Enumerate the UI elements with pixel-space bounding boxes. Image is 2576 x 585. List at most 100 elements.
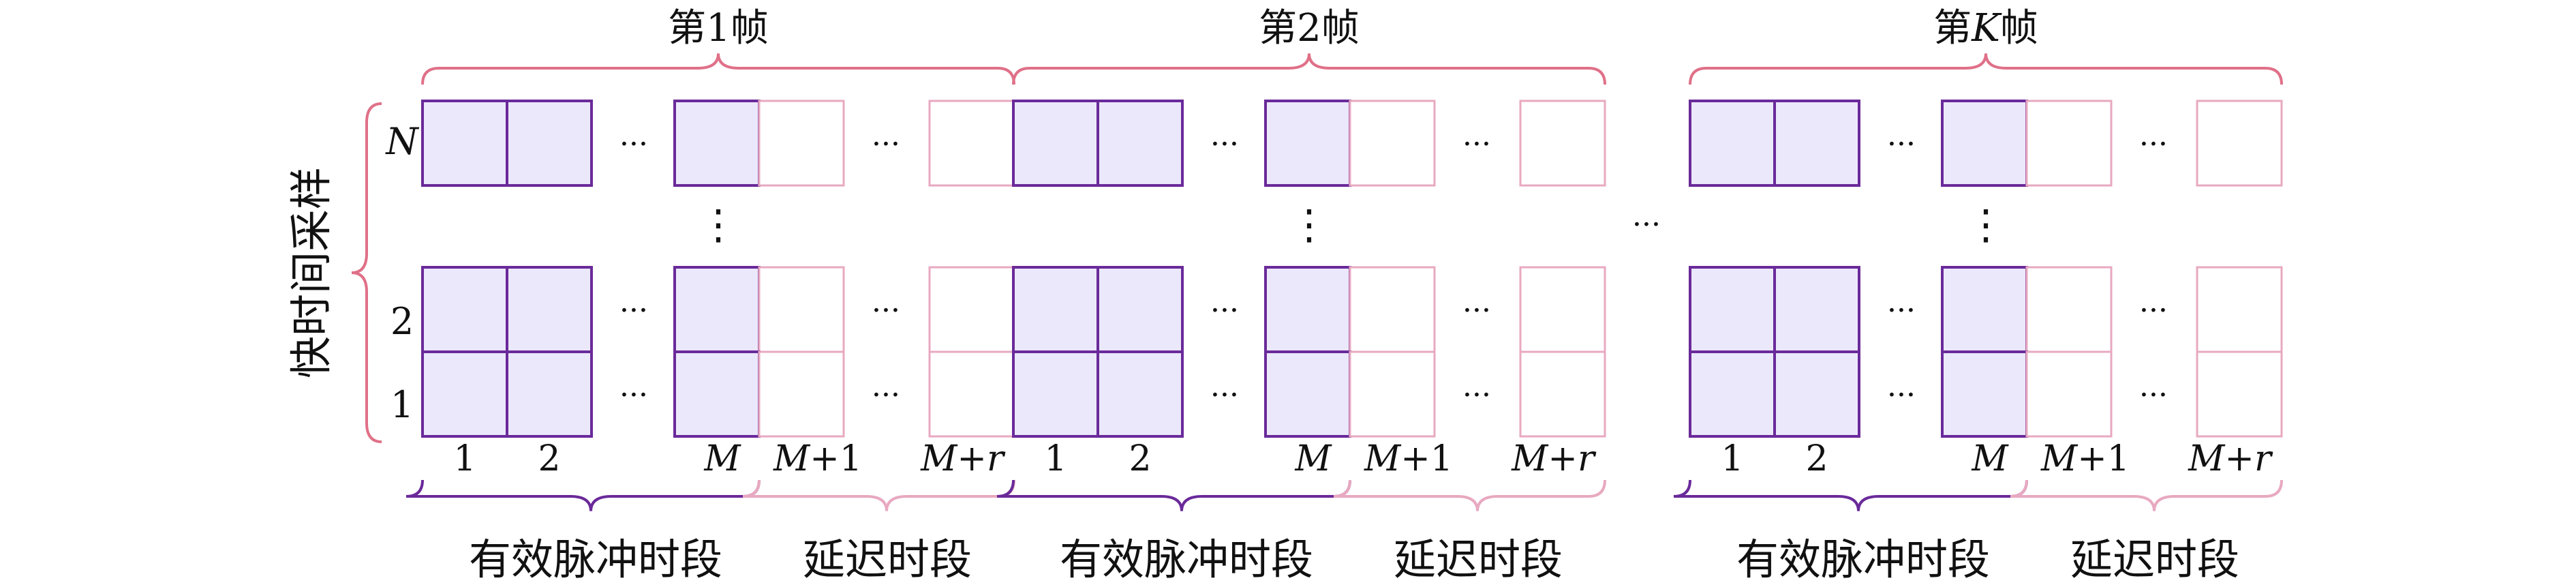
pulse-cell xyxy=(1689,100,1776,187)
col-ellipsis: ··· xyxy=(1887,378,1916,412)
delay-cell xyxy=(1349,350,1436,438)
delay-cell xyxy=(2196,350,2283,438)
col-ellipsis: ··· xyxy=(1887,293,1916,328)
pulse-cell xyxy=(673,266,761,353)
between-frames-ellipsis: ··· xyxy=(1632,207,1661,242)
frame-label: 第2帧 xyxy=(1259,6,1360,50)
row-axis-label: 快时间采样 xyxy=(286,167,336,378)
pulse-cell xyxy=(421,350,508,438)
col-label-2: 2 xyxy=(1129,438,1151,479)
frame-2: ··· ··· ··· ··· ··· ··· ⋮ 第2帧 1 2 M M+1 M+r 有效脉冲时段 延迟时… xyxy=(996,6,1606,584)
pulse-cell xyxy=(1941,266,2028,353)
pulse-cell xyxy=(1264,100,1351,187)
col-ellipsis: ··· xyxy=(1462,293,1491,328)
pulse-cell xyxy=(1097,350,1184,438)
frames-layer: ··· ··· ··· ··· ··· ··· ⋮ 第1帧 1 2 M M+1 M+r 有效脉冲时段 延迟时… xyxy=(405,6,2283,584)
row-label-upper: 2 xyxy=(390,300,414,343)
delay-brace xyxy=(742,479,1015,511)
col-label-1: 1 xyxy=(1721,438,1743,479)
pulse-period-label: 有效脉冲时段 xyxy=(469,535,722,584)
pulse-cell xyxy=(1689,266,1776,353)
delay-cell xyxy=(928,350,1015,438)
col-ellipsis: ··· xyxy=(1887,127,1916,162)
col-label-m: M xyxy=(703,438,741,479)
pulse-cell xyxy=(1773,100,1860,187)
delay-cell xyxy=(928,266,1015,353)
frame-label: 第K帧 xyxy=(1933,6,2038,50)
row-label-lower: 1 xyxy=(390,383,414,426)
col-label-m-plus-r: M+r xyxy=(1511,438,1597,479)
delay-cell xyxy=(758,100,845,187)
col-ellipsis: ··· xyxy=(619,378,648,412)
pulse-period-label: 有效脉冲时段 xyxy=(1060,535,1313,584)
col-ellipsis: ··· xyxy=(1462,127,1491,162)
col-ellipsis: ··· xyxy=(872,293,900,328)
col-ellipsis: ··· xyxy=(1210,378,1239,412)
pulse-cell xyxy=(1097,266,1184,353)
col-label-m-plus-1: M+1 xyxy=(1364,438,1453,479)
row-ellipsis: ⋮ xyxy=(1289,201,1330,249)
row-ellipsis: ⋮ xyxy=(1965,201,2006,249)
pulse-cell xyxy=(1012,350,1099,438)
delay-brace xyxy=(1333,479,1606,511)
col-ellipsis: ··· xyxy=(2139,378,2168,412)
frame-brace xyxy=(1012,53,1606,85)
pulse-cell xyxy=(1941,350,2028,438)
col-ellipsis: ··· xyxy=(1210,127,1239,162)
col-ellipsis: ··· xyxy=(1462,378,1491,412)
pulse-brace xyxy=(1673,479,2028,511)
col-label-1: 1 xyxy=(1044,438,1067,479)
col-ellipsis: ··· xyxy=(2139,127,2168,162)
pulse-cell xyxy=(1773,350,1860,438)
delay-brace xyxy=(2010,479,2283,511)
col-label-m: M xyxy=(1294,438,1332,479)
delay-cell xyxy=(758,350,845,438)
delay-cell xyxy=(2025,266,2113,353)
col-ellipsis: ··· xyxy=(619,127,648,162)
delay-cell xyxy=(2025,100,2113,187)
delay-period-label: 延迟时段 xyxy=(803,535,972,584)
delay-cell xyxy=(758,266,845,353)
delay-cell xyxy=(1349,100,1436,187)
pulse-period-label: 有效脉冲时段 xyxy=(1736,535,1990,584)
pulse-cell xyxy=(1264,266,1351,353)
delay-cell xyxy=(2196,100,2283,187)
delay-cell xyxy=(1349,266,1436,353)
delay-cell xyxy=(1519,266,1606,353)
pulse-cell xyxy=(1012,100,1099,187)
delay-period-label: 延迟时段 xyxy=(2070,535,2239,584)
pulse-brace xyxy=(405,479,761,511)
pulse-cell xyxy=(1773,266,1860,353)
pulse-cell xyxy=(1012,266,1099,353)
pulse-cell xyxy=(506,266,593,353)
frame-brace xyxy=(1689,53,2283,85)
col-label-m-plus-r: M+r xyxy=(2188,438,2273,479)
col-label-2: 2 xyxy=(538,438,560,479)
col-label-1: 1 xyxy=(453,438,476,479)
delay-cell xyxy=(1519,350,1606,438)
col-label-2: 2 xyxy=(1805,438,1828,479)
col-ellipsis: ··· xyxy=(2139,293,2168,328)
frame-label: 第1帧 xyxy=(668,6,769,50)
pulse-brace xyxy=(996,479,1351,511)
col-ellipsis: ··· xyxy=(619,293,648,328)
pulse-cell xyxy=(1941,100,2028,187)
delay-cell xyxy=(2196,266,2283,353)
pulse-cell xyxy=(1689,350,1776,438)
delay-cell xyxy=(2025,350,2113,438)
col-ellipsis: ··· xyxy=(1210,293,1239,328)
col-label-m-plus-1: M+1 xyxy=(2040,438,2130,479)
pulse-cell xyxy=(421,100,508,187)
col-label-m-plus-1: M+1 xyxy=(773,438,862,479)
row-ellipsis: ⋮ xyxy=(698,201,739,249)
row-label-top: N xyxy=(384,120,419,163)
col-label-m-plus-r: M+r xyxy=(920,438,1006,479)
delay-period-label: 延迟时段 xyxy=(1394,535,1563,584)
pulse-cell xyxy=(673,100,761,187)
delay-cell xyxy=(928,100,1015,187)
pulse-cell xyxy=(506,100,593,187)
pulse-cell xyxy=(1264,350,1351,438)
pulse-cell xyxy=(673,350,761,438)
